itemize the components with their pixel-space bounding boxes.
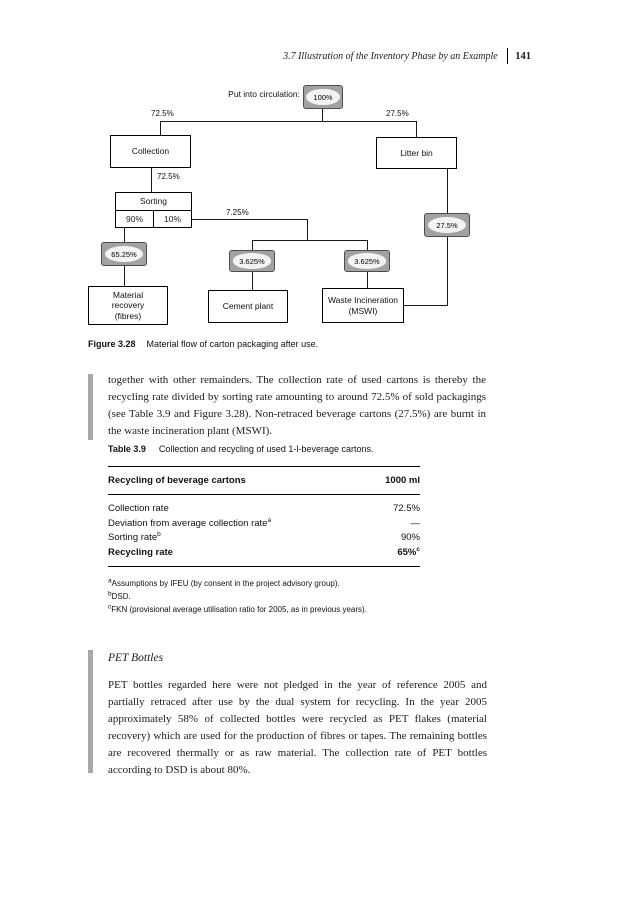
waste-incineration-box: Waste Incineration (MSWI) xyxy=(322,288,404,323)
cartons-paragraph: together with other remainders. The coll… xyxy=(108,374,486,437)
footnote: cFKN (provisional average utilisation ra… xyxy=(108,603,367,614)
pet-bottles-heading: PET Bottles xyxy=(108,652,164,664)
row-label: Recycling rate xyxy=(108,546,173,558)
connector-line xyxy=(124,266,125,286)
table-caption: Table 3.9 Collection and recycling of use… xyxy=(108,444,373,454)
connector-line xyxy=(367,240,368,250)
litter-bin-label: Litter bin xyxy=(400,147,433,158)
table-row: Deviation from average collection ratea … xyxy=(108,517,420,532)
connector-line xyxy=(447,169,448,213)
running-head: 3.7 Illustration of the Inventory Phase … xyxy=(0,48,531,64)
connector-line xyxy=(252,240,253,250)
connector-line xyxy=(160,121,417,122)
connector-line xyxy=(322,109,323,121)
row-value: 65%c xyxy=(397,545,420,558)
margin-change-bar xyxy=(88,650,93,773)
edge-label-to-litter-bin: 27.5% xyxy=(386,109,409,118)
sorting-split-left: 90% xyxy=(116,211,154,227)
recovery-badge: 65.25% xyxy=(101,242,147,266)
table-row: Sorting rateb 90% xyxy=(108,531,420,546)
figure-caption: Figure 3.28 Material flow of carton packa… xyxy=(88,339,318,349)
material-recovery-line1: Material xyxy=(112,289,144,300)
table-caption-label: Table 3.9 xyxy=(108,444,146,454)
connector-line xyxy=(151,168,152,192)
recovery-badge-value: 65.25% xyxy=(104,245,144,263)
waste-incineration-line2: (MSWI) xyxy=(348,305,378,316)
connector-line xyxy=(404,305,448,306)
collection-label: Collection xyxy=(131,146,170,157)
figure-caption-label: Figure 3.28 xyxy=(88,339,136,349)
table-footnotes: aAssumptions by IFEU (by consent in the … xyxy=(108,577,420,616)
table-header-row: Recycling of beverage cartons 1000 ml xyxy=(108,466,420,495)
sorting-box: Sorting xyxy=(115,192,192,211)
litter-bin-box: Litter bin xyxy=(376,137,457,169)
connector-line xyxy=(367,272,368,288)
sorting-split: 90% 10% xyxy=(115,210,192,228)
table-row: Collection rate 72.5% xyxy=(108,502,420,517)
material-recovery-line3: (fibres) xyxy=(114,310,142,321)
incineration-badge: 3.625% xyxy=(344,250,390,272)
header-divider xyxy=(506,48,509,64)
waste-incineration-line1: Waste Incineration xyxy=(327,294,399,305)
sorting-label: Sorting xyxy=(140,196,167,207)
material-recovery-line2: recovery xyxy=(111,300,145,311)
connector-line xyxy=(252,272,253,290)
circulation-badge: 100% xyxy=(303,85,343,109)
cement-badge: 3.625% xyxy=(229,250,275,272)
incineration-badge-value: 3.625% xyxy=(347,253,387,269)
edge-label-collection-to-sorting: 72.5% xyxy=(157,172,180,181)
footnote: bDSD. xyxy=(108,590,131,601)
page-number: 141 xyxy=(515,50,531,62)
circulation-badge-value: 100% xyxy=(306,88,340,106)
collection-box: Collection xyxy=(110,135,191,168)
table-3-9: Recycling of beverage cartons 1000 ml Co… xyxy=(108,466,420,616)
table-col-header-right: 1000 ml xyxy=(385,475,420,486)
cement-plant-label: Cement plant xyxy=(222,301,274,312)
litter-badge-value: 27.5% xyxy=(427,216,467,234)
sorting-split-right: 10% xyxy=(163,214,181,224)
table-body: Collection rate 72.5% Deviation from ave… xyxy=(108,495,420,567)
row-value: 90% xyxy=(400,532,420,543)
connector-line xyxy=(124,228,125,242)
edge-label-to-collection: 72.5% xyxy=(151,109,174,118)
connector-line xyxy=(307,219,308,240)
table-caption-text: Collection and recycling of used 1-l-bev… xyxy=(158,444,374,454)
row-label: Collection rate xyxy=(108,503,169,514)
figure-caption-text: Material flow of carton packaging after … xyxy=(146,339,319,349)
source-label: Put into circulation: xyxy=(228,89,300,99)
row-value: — xyxy=(410,517,421,529)
pet-bottles-paragraph: PET bottles regarded here were not pledg… xyxy=(108,679,487,776)
footnote: aAssumptions by IFEU (by consent in the … xyxy=(108,577,340,588)
connector-line xyxy=(447,237,448,306)
edge-label-sorting-to-thermal: 7.25% xyxy=(226,208,249,217)
cement-badge-value: 3.625% xyxy=(232,253,272,269)
section-title: 3.7 Illustration of the Inventory Phase … xyxy=(283,50,498,62)
material-recovery-box: Material recovery (fibres) xyxy=(88,286,168,325)
litter-badge: 27.5% xyxy=(424,213,470,237)
row-label: Sorting rateb xyxy=(108,530,161,543)
connector-line xyxy=(192,219,307,220)
connector-line xyxy=(252,240,368,241)
table-col-header-left: Recycling of beverage cartons xyxy=(108,475,246,486)
connector-line xyxy=(416,121,417,137)
row-label: Deviation from average collection ratea xyxy=(108,516,272,529)
row-value: 72.5% xyxy=(393,503,420,514)
connector-line xyxy=(160,121,161,135)
table-row: Recycling rate 65%c xyxy=(108,546,420,561)
margin-change-bar xyxy=(88,374,93,440)
cement-plant-box: Cement plant xyxy=(208,290,288,323)
